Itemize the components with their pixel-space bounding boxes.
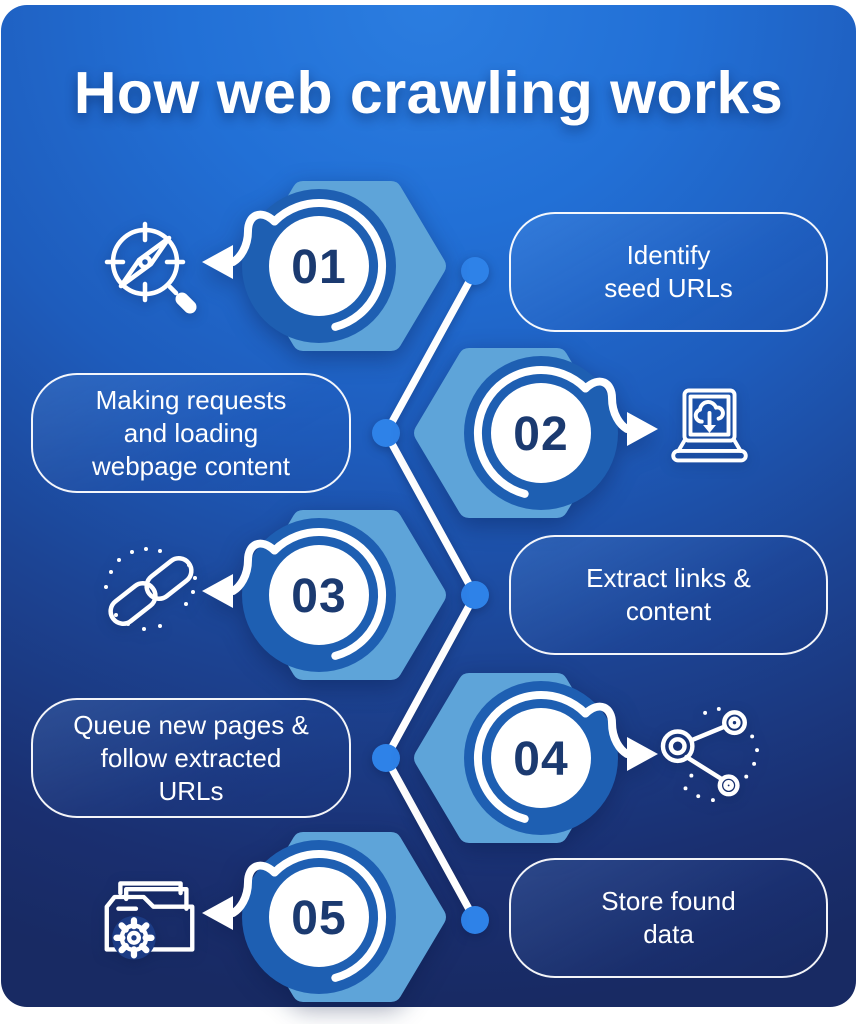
step-number: 01 <box>291 241 346 294</box>
label-line: Making requests <box>95 384 287 415</box>
step-02-label-box: Making requests and loading webpage cont… <box>31 373 351 493</box>
label-line: and loading <box>123 417 259 448</box>
step-04-label-box: Queue new pages & follow extracted URLs <box>31 698 351 818</box>
folder-gear-icon <box>104 881 195 960</box>
label-line: webpage content <box>91 450 291 481</box>
label-line: Queue new pages & <box>73 709 309 740</box>
label-line: Extract links & <box>586 563 751 593</box>
laptop-cloud-download-icon <box>671 388 748 463</box>
label-line: URLs <box>158 775 224 806</box>
step-number: 03 <box>291 570 346 623</box>
step-02-badge: 02 <box>414 348 658 518</box>
arrow-left-icon <box>202 896 233 930</box>
step-05-badge: 05 <box>202 832 446 1002</box>
gear-icon <box>112 915 156 960</box>
label-line: content <box>625 596 712 626</box>
compass-magnifier-icon <box>104 221 197 314</box>
label-line: seed URLs <box>604 273 733 303</box>
chain-links-icon <box>104 547 197 631</box>
label-line: Identify <box>626 240 711 270</box>
label-line: Store found <box>601 886 736 916</box>
label-line: follow extracted <box>100 742 282 773</box>
step-03-badge: 03 <box>202 510 446 680</box>
step-05-label-box: Store found data <box>509 858 828 978</box>
connector-dot <box>461 906 489 934</box>
step-number: 04 <box>513 733 568 786</box>
network-share-icon <box>660 707 759 803</box>
step-01-label-box: Identify seed URLs <box>509 212 828 332</box>
connector-dot <box>372 744 400 772</box>
infographic-canvas: How web crawling works 01 <box>1 5 856 1007</box>
connector-dot <box>461 257 489 285</box>
page-title: How web crawling works <box>73 60 784 126</box>
step-number: 02 <box>513 408 568 461</box>
step-01-badge: 01 <box>202 181 446 351</box>
step-04-badge: 04 <box>414 673 658 843</box>
connector-dot <box>461 581 489 609</box>
arrow-left-icon <box>202 245 233 279</box>
label-line: data <box>643 919 694 949</box>
step-03-label-box: Extract links & content <box>509 535 828 655</box>
step-number: 05 <box>291 892 346 945</box>
zigzag-connector <box>372 257 489 934</box>
arrow-left-icon <box>202 574 233 608</box>
connector-dot <box>372 419 400 447</box>
